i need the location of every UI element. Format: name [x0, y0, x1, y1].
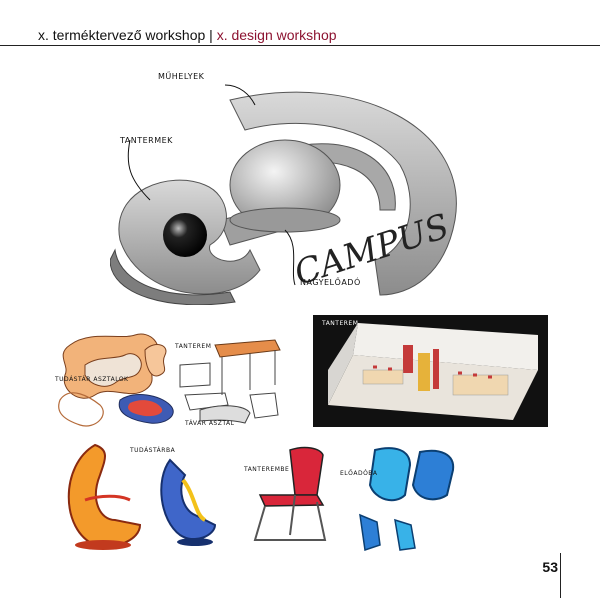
chair-knowledge-blue-accent [181, 478, 207, 522]
chair-lecture-seat-2 [411, 449, 455, 501]
blob-table-outline [58, 392, 104, 427]
black-sphere [163, 213, 207, 257]
exam-table [199, 405, 251, 424]
blob-table-small [144, 344, 167, 377]
desk-bench [179, 362, 211, 388]
side-table [249, 392, 279, 419]
blob-table-gray [84, 353, 142, 387]
chair-knowledge-orange-base [75, 540, 131, 550]
chair-lecture-folded-2 [394, 518, 416, 551]
chair-knowledge-orange-seat [84, 494, 131, 502]
label-knowledge-tables: TUDÁSTÁR ASZTALOK [55, 376, 129, 383]
chair-knowledge-blue [160, 458, 217, 541]
room-left-wall [328, 323, 358, 405]
workshops-wing [229, 91, 457, 296]
desk-top [214, 339, 281, 358]
dome-base [229, 207, 341, 233]
header-title-en: x. design workshop [216, 27, 337, 43]
partition-yellow [418, 353, 430, 391]
desk-legs [221, 350, 276, 395]
label-chair-lecture: ELŐADÓBA [340, 470, 378, 477]
campus-render [110, 84, 457, 305]
partition-red-2 [433, 349, 439, 389]
room-render [313, 315, 548, 427]
table-sketches [58, 333, 281, 427]
chair-lecture-seat-1 [368, 447, 412, 502]
chair-classroom-frame [253, 494, 327, 541]
chair-sketches [67, 443, 455, 551]
desk-chair [184, 392, 229, 411]
desks-right [452, 374, 509, 396]
chair-classroom-backrest [289, 446, 324, 496]
room-back-wall [353, 323, 538, 370]
label-exam-table: TÁVAR ASZTAL [185, 420, 235, 427]
label-room-classroom: TANTEREM [322, 320, 359, 327]
chair-knowledge-orange [67, 443, 142, 548]
header-rule [0, 45, 600, 46]
label-lecture-hall: NAGYELŐADÓ [300, 278, 361, 287]
chair-knowledge-blue-base [177, 538, 213, 546]
label-chair-knowledge: TUDÁSTÁRBA [130, 447, 176, 454]
label-chair-classroom: TANTEREMBE [244, 466, 290, 473]
running-header: x. terméktervező workshop | x. design wo… [38, 27, 337, 43]
blob-table-red [128, 400, 163, 417]
label-table-classroom: TANTEREM [175, 343, 212, 350]
desks-left [362, 369, 404, 385]
label-classrooms: TANTERMEK [120, 136, 173, 145]
chairs-red [373, 365, 492, 379]
page-number: 53 [542, 559, 558, 575]
classrooms-lower-ring [110, 248, 236, 305]
chair-lecture-folded-1 [359, 513, 381, 551]
chair-classroom-seat [258, 494, 325, 507]
label-workshops: MŰHELYEK [158, 72, 205, 81]
partition-red-1 [403, 345, 413, 373]
header-title-hu: x. terméktervező workshop | [38, 27, 213, 43]
page-number-rule [560, 553, 561, 598]
